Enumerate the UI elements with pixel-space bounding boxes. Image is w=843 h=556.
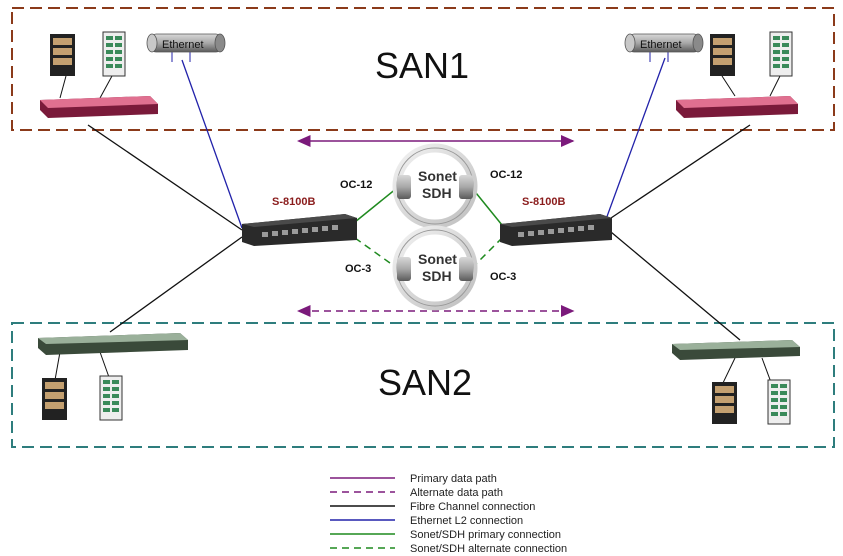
oc3-right-label: OC-3 [490, 271, 516, 283]
oc12-right-label: OC-12 [490, 169, 522, 181]
san2-left-disk-tower [42, 378, 67, 420]
sonet-ring-alternate: Sonet SDH [392, 225, 478, 311]
right-ethernet-cylinder [624, 33, 704, 53]
san2-right-disk-array [767, 379, 791, 425]
san2-right-disk-tower [712, 382, 737, 424]
legend: Primary data path Alternate data path Fi… [330, 473, 567, 555]
legend-label-4: Sonet/SDH primary connection [410, 529, 561, 541]
oc12-left-label: OC-12 [340, 179, 372, 191]
san1-left-fc-switch [40, 96, 158, 118]
san2-right-fc-switch [672, 340, 800, 360]
ring1-line1: Sonet [418, 168, 457, 184]
sonet-ring-primary: Sonet SDH [392, 143, 478, 229]
san1-right-disk-array [769, 31, 793, 77]
right-s8100b-switch [500, 214, 612, 246]
ring1-line2: SDH [422, 185, 452, 201]
san2-left-fc-switch [38, 333, 188, 355]
legend-label-1: Alternate data path [410, 487, 503, 499]
san1-left-disk-tower [50, 34, 75, 76]
san2-left-disk-array [99, 375, 123, 421]
san2-label: SAN2 [378, 362, 472, 403]
legend-label-0: Primary data path [410, 473, 497, 485]
san1-right-disk-tower [710, 34, 735, 76]
oc3-left-label: OC-3 [345, 263, 371, 275]
right-switch-label: S-8100B [522, 196, 565, 208]
left-switch-label: S-8100B [272, 196, 315, 208]
san1-zone [11, 7, 835, 131]
legend-label-5: Sonet/SDH alternate connection [410, 543, 567, 555]
right-ethernet-label: Ethernet [640, 39, 682, 51]
san1-left-disk-array [102, 31, 126, 77]
left-ethernet-label: Ethernet [162, 39, 204, 51]
left-ethernet-cylinder [146, 33, 226, 53]
legend-label-2: Fibre Channel connection [410, 501, 535, 513]
san1-label: SAN1 [375, 45, 469, 86]
legend-label-3: Ethernet L2 connection [410, 515, 523, 527]
ring2-line1: Sonet [418, 251, 457, 267]
san2-zone [11, 322, 835, 448]
san1-right-fc-switch [676, 96, 798, 118]
left-s8100b-switch [242, 214, 357, 246]
ring2-line2: SDH [422, 268, 452, 284]
